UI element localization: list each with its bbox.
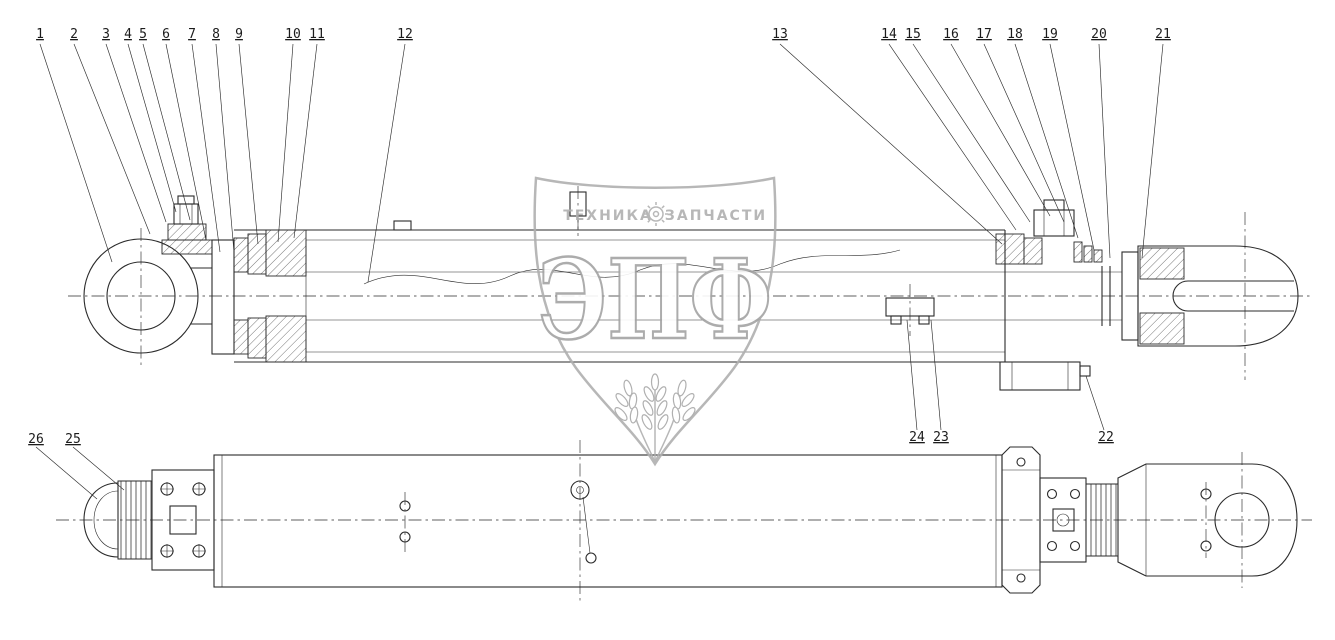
callout-label-3: 3	[102, 27, 110, 42]
callout-label-16: 16	[943, 27, 959, 42]
callout-label-14: 14	[881, 27, 897, 42]
rod-clevis-plan	[1117, 463, 1298, 577]
watermark-banner-right: ЗАПЧАСТИ	[665, 208, 767, 224]
shield-outline	[533, 176, 777, 467]
callout-label-15: 15	[905, 27, 921, 42]
callout-label-18: 18	[1007, 27, 1023, 42]
cylinder-body-plan	[213, 454, 1003, 588]
bottom-view	[56, 440, 1312, 604]
wheat-icon	[614, 373, 696, 463]
callout-label-7: 7	[188, 27, 196, 42]
callout-label-26: 26	[28, 432, 44, 447]
gear-icon	[644, 202, 668, 226]
watermark: ТЕХНИКА ЗАПЧАСТИ ЭПФ	[533, 176, 777, 467]
callout-label-19: 19	[1042, 27, 1058, 42]
callout-label-5: 5	[139, 27, 147, 42]
centerlines-bottom-view	[56, 440, 1312, 604]
callout-labels: 1 2 3 4 5 6 7 8 9 10 11 12 13 14 15 16 1…	[28, 27, 1171, 447]
mounting-boss	[999, 361, 1091, 391]
callout-label-12: 12	[397, 27, 413, 42]
callout-label-24: 24	[909, 430, 925, 445]
gland-collar-plan	[1001, 446, 1041, 594]
cylinder-tube	[234, 191, 1122, 363]
callout-label-25: 25	[65, 432, 81, 447]
pipe-clamp	[885, 297, 935, 325]
callout-label-6: 6	[162, 27, 170, 42]
rod-block-plan	[1039, 477, 1119, 563]
watermark-banner-left: ТЕХНИКА	[563, 208, 653, 224]
callout-label-21: 21	[1155, 27, 1171, 42]
end-cap-plan	[83, 480, 153, 560]
gland-section-left	[233, 229, 307, 363]
gland-section-right	[995, 199, 1111, 326]
callout-label-22: 22	[1098, 430, 1114, 445]
callout-label-2: 2	[70, 27, 78, 42]
callout-label-20: 20	[1091, 27, 1107, 42]
callout-label-1: 1	[36, 27, 44, 42]
callout-label-23: 23	[933, 430, 949, 445]
callout-label-13: 13	[772, 27, 788, 42]
callout-label-10: 10	[285, 27, 301, 42]
base-eye-mount	[83, 238, 235, 355]
weld-seam-line	[363, 249, 901, 285]
callout-label-9: 9	[235, 27, 243, 42]
port-elbow-left	[161, 195, 213, 255]
callout-label-4: 4	[124, 27, 132, 42]
rod-clevis	[1121, 245, 1299, 347]
leader-lines	[35, 43, 1164, 500]
callout-label-11: 11	[309, 27, 325, 42]
watermark-logo: ЭПФ	[538, 235, 772, 364]
top-view	[68, 186, 1312, 391]
callout-label-17: 17	[976, 27, 992, 42]
callout-label-8: 8	[212, 27, 220, 42]
